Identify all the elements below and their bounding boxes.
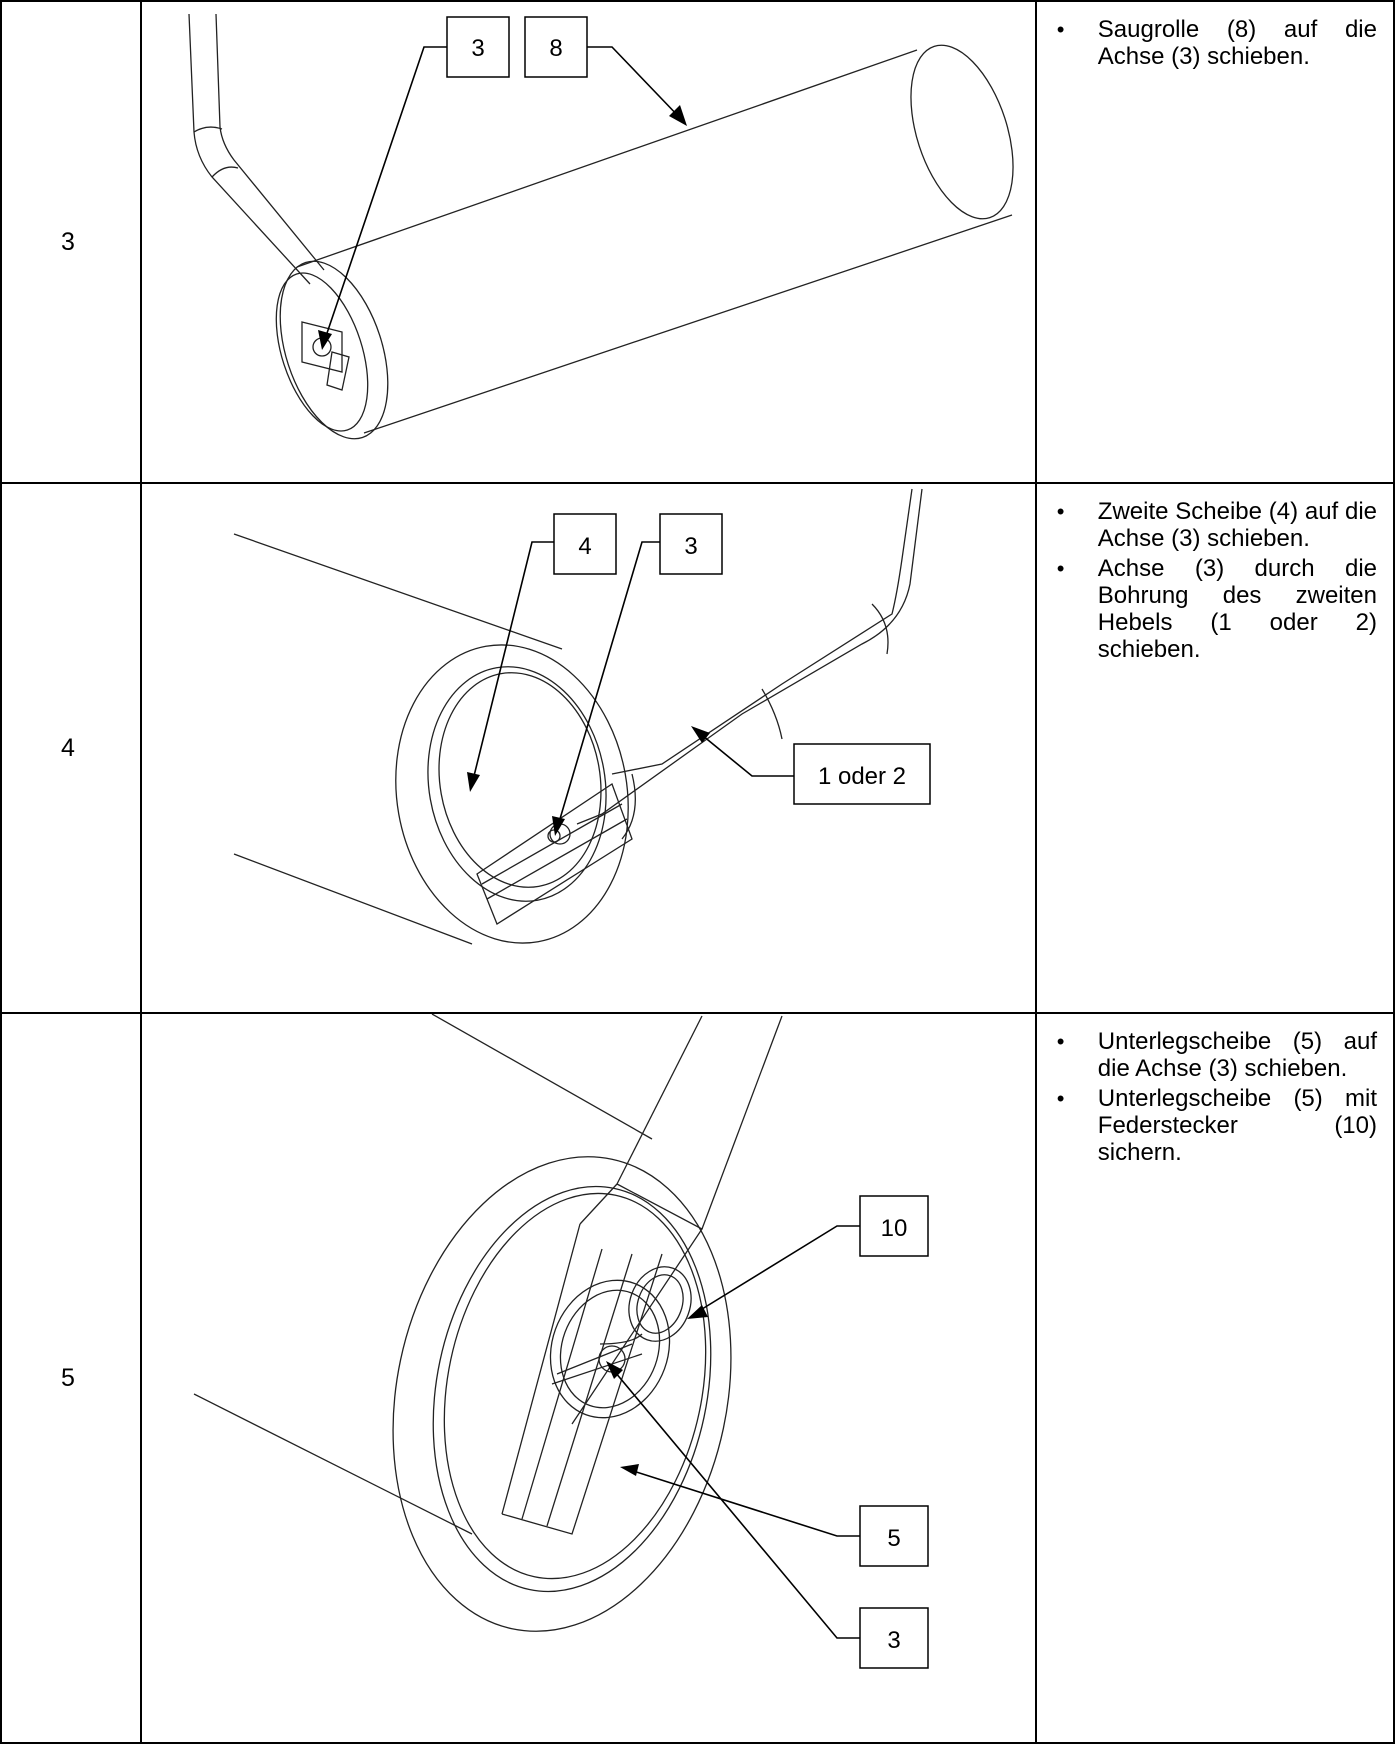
figure-cell: 4 3 1 oder 2 [139, 482, 1037, 1014]
step-number-cell: 4 [0, 482, 142, 1014]
callout-5: 5 [859, 1505, 929, 1567]
instruction-list: Unterlegscheibe (5) auf die Achse (3) sc… [1037, 1014, 1393, 1166]
instruction-item: Achse (3) durch die Bohrung des zweiten … [1055, 555, 1377, 663]
step-number-cell: 3 [0, 0, 142, 484]
svg-text:10: 10 [880, 1215, 907, 1242]
callout-4: 4 [553, 513, 617, 575]
svg-text:4: 4 [578, 533, 591, 560]
washer-and-spring-clip-illustration: 10 5 3 [193, 1014, 929, 1669]
leader-lines [323, 46, 683, 343]
instruction-list: Zweite Scheibe (4) auf die Achse (3) sch… [1037, 484, 1393, 663]
callout-3: 3 [659, 513, 723, 575]
callout-1-oder-2: 1 oder 2 [793, 743, 931, 805]
svg-text:8: 8 [549, 35, 562, 62]
leader-lines [609, 1225, 860, 1639]
instruction-item: Saugrolle (8) auf die Achse (3) schieben… [1055, 16, 1377, 70]
instruction-cell: Zweite Scheibe (4) auf die Achse (3) sch… [1034, 482, 1395, 1014]
step-row: 4 [0, 482, 1395, 1014]
step-number: 4 [60, 733, 75, 762]
callout-3: 3 [446, 16, 510, 78]
figure-cell: 3 8 [139, 0, 1037, 484]
instruction-list: Saugrolle (8) auf die Achse (3) schieben… [1037, 2, 1393, 70]
callout-3: 3 [859, 1607, 929, 1669]
instruction-item: Unterlegscheibe (5) mit Federstecker (10… [1055, 1085, 1377, 1166]
step-number-cell: 5 [0, 1012, 142, 1744]
step-row: 5 [0, 1012, 1395, 1744]
step-number: 5 [60, 1363, 75, 1392]
svg-text:1 oder 2: 1 oder 2 [818, 763, 906, 790]
step-number: 3 [60, 227, 75, 256]
second-disc-illustration: 4 3 1 oder 2 [233, 488, 931, 945]
leader-arrowheads [317, 105, 687, 350]
callout-8: 8 [524, 16, 588, 78]
roller-on-axle-illustration: 3 8 [188, 13, 1014, 440]
leader-lines [471, 541, 794, 830]
svg-text:3: 3 [471, 35, 484, 62]
instruction-item: Unterlegscheibe (5) auf die Achse (3) sc… [1055, 1028, 1377, 1082]
leader-arrowheads [466, 726, 710, 836]
leader-arrowheads [605, 1305, 708, 1476]
step-row: 3 [0, 0, 1395, 484]
svg-text:3: 3 [684, 533, 697, 560]
callout-10: 10 [859, 1195, 929, 1257]
instruction-item: Zweite Scheibe (4) auf die Achse (3) sch… [1055, 498, 1377, 552]
svg-text:5: 5 [887, 1525, 900, 1552]
instruction-cell: Unterlegscheibe (5) auf die Achse (3) sc… [1034, 1012, 1395, 1744]
figure-cell: 10 5 3 [139, 1012, 1037, 1744]
svg-text:3: 3 [887, 1627, 900, 1654]
instruction-cell: Saugrolle (8) auf die Achse (3) schieben… [1034, 0, 1395, 484]
